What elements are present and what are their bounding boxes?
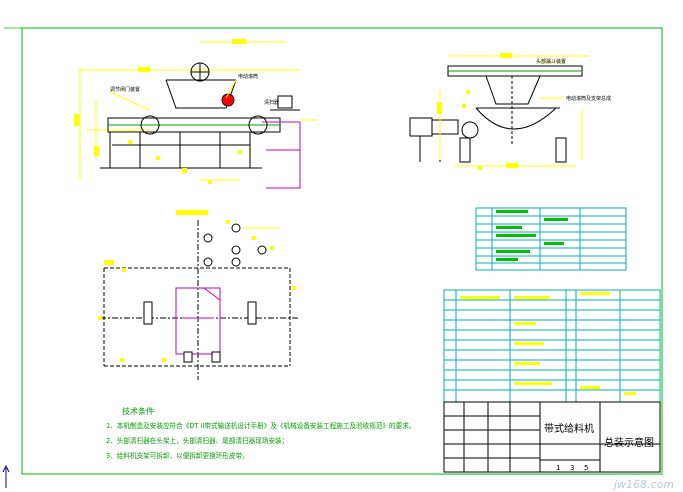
technical-notes: 技术条件 1、本机制造及安装应符合《DT II带式输送机设计手册》及《机械设备安…: [106, 406, 415, 460]
plan-view: [98, 210, 300, 380]
title-drawing: 总装示意图: [604, 436, 654, 449]
side-view: 头部漏斗装置 电动滚筒及支架总成: [409, 53, 611, 170]
scale-label-1: 1: [556, 464, 560, 472]
notes-line-2: 2、头部清扫器在头架上，头部清扫器、尾部清扫器现场安装；: [106, 436, 288, 445]
callout-drum-assembly: 电动滚筒及支架总成: [566, 95, 611, 102]
drawing-frame: [4, 27, 663, 475]
scale-label-2: 3: [570, 464, 574, 472]
bom-table: [443, 289, 661, 403]
callout-electric-drum: 电动滚筒: [238, 73, 258, 80]
callout-scraper: 清扫器: [264, 99, 279, 106]
callout-head-hopper: 头部漏斗装置: [536, 58, 566, 65]
origin-arrow-icon: [2, 464, 10, 488]
callout-gate-device: 调节闸门装置: [110, 86, 140, 93]
notes-heading: 技术条件: [122, 406, 154, 416]
front-view: 调节闸门装置 电动滚筒 清扫器: [74, 39, 318, 189]
parts-table: [475, 207, 627, 271]
title-block: 带式给料机 总装示意图 1 3 5: [443, 401, 661, 473]
scale-label-3: 5: [584, 464, 588, 472]
title-name: 带式给料机: [544, 422, 594, 435]
watermark: jw168.com: [612, 478, 674, 491]
notes-line-3: 3、给料机支架可拆卸，以便拆卸更换环形皮带。: [106, 451, 249, 460]
notes-line-1: 1、本机制造及安装应符合《DT II带式输送机设计手册》及《机械设备安装工程施工…: [106, 421, 415, 430]
